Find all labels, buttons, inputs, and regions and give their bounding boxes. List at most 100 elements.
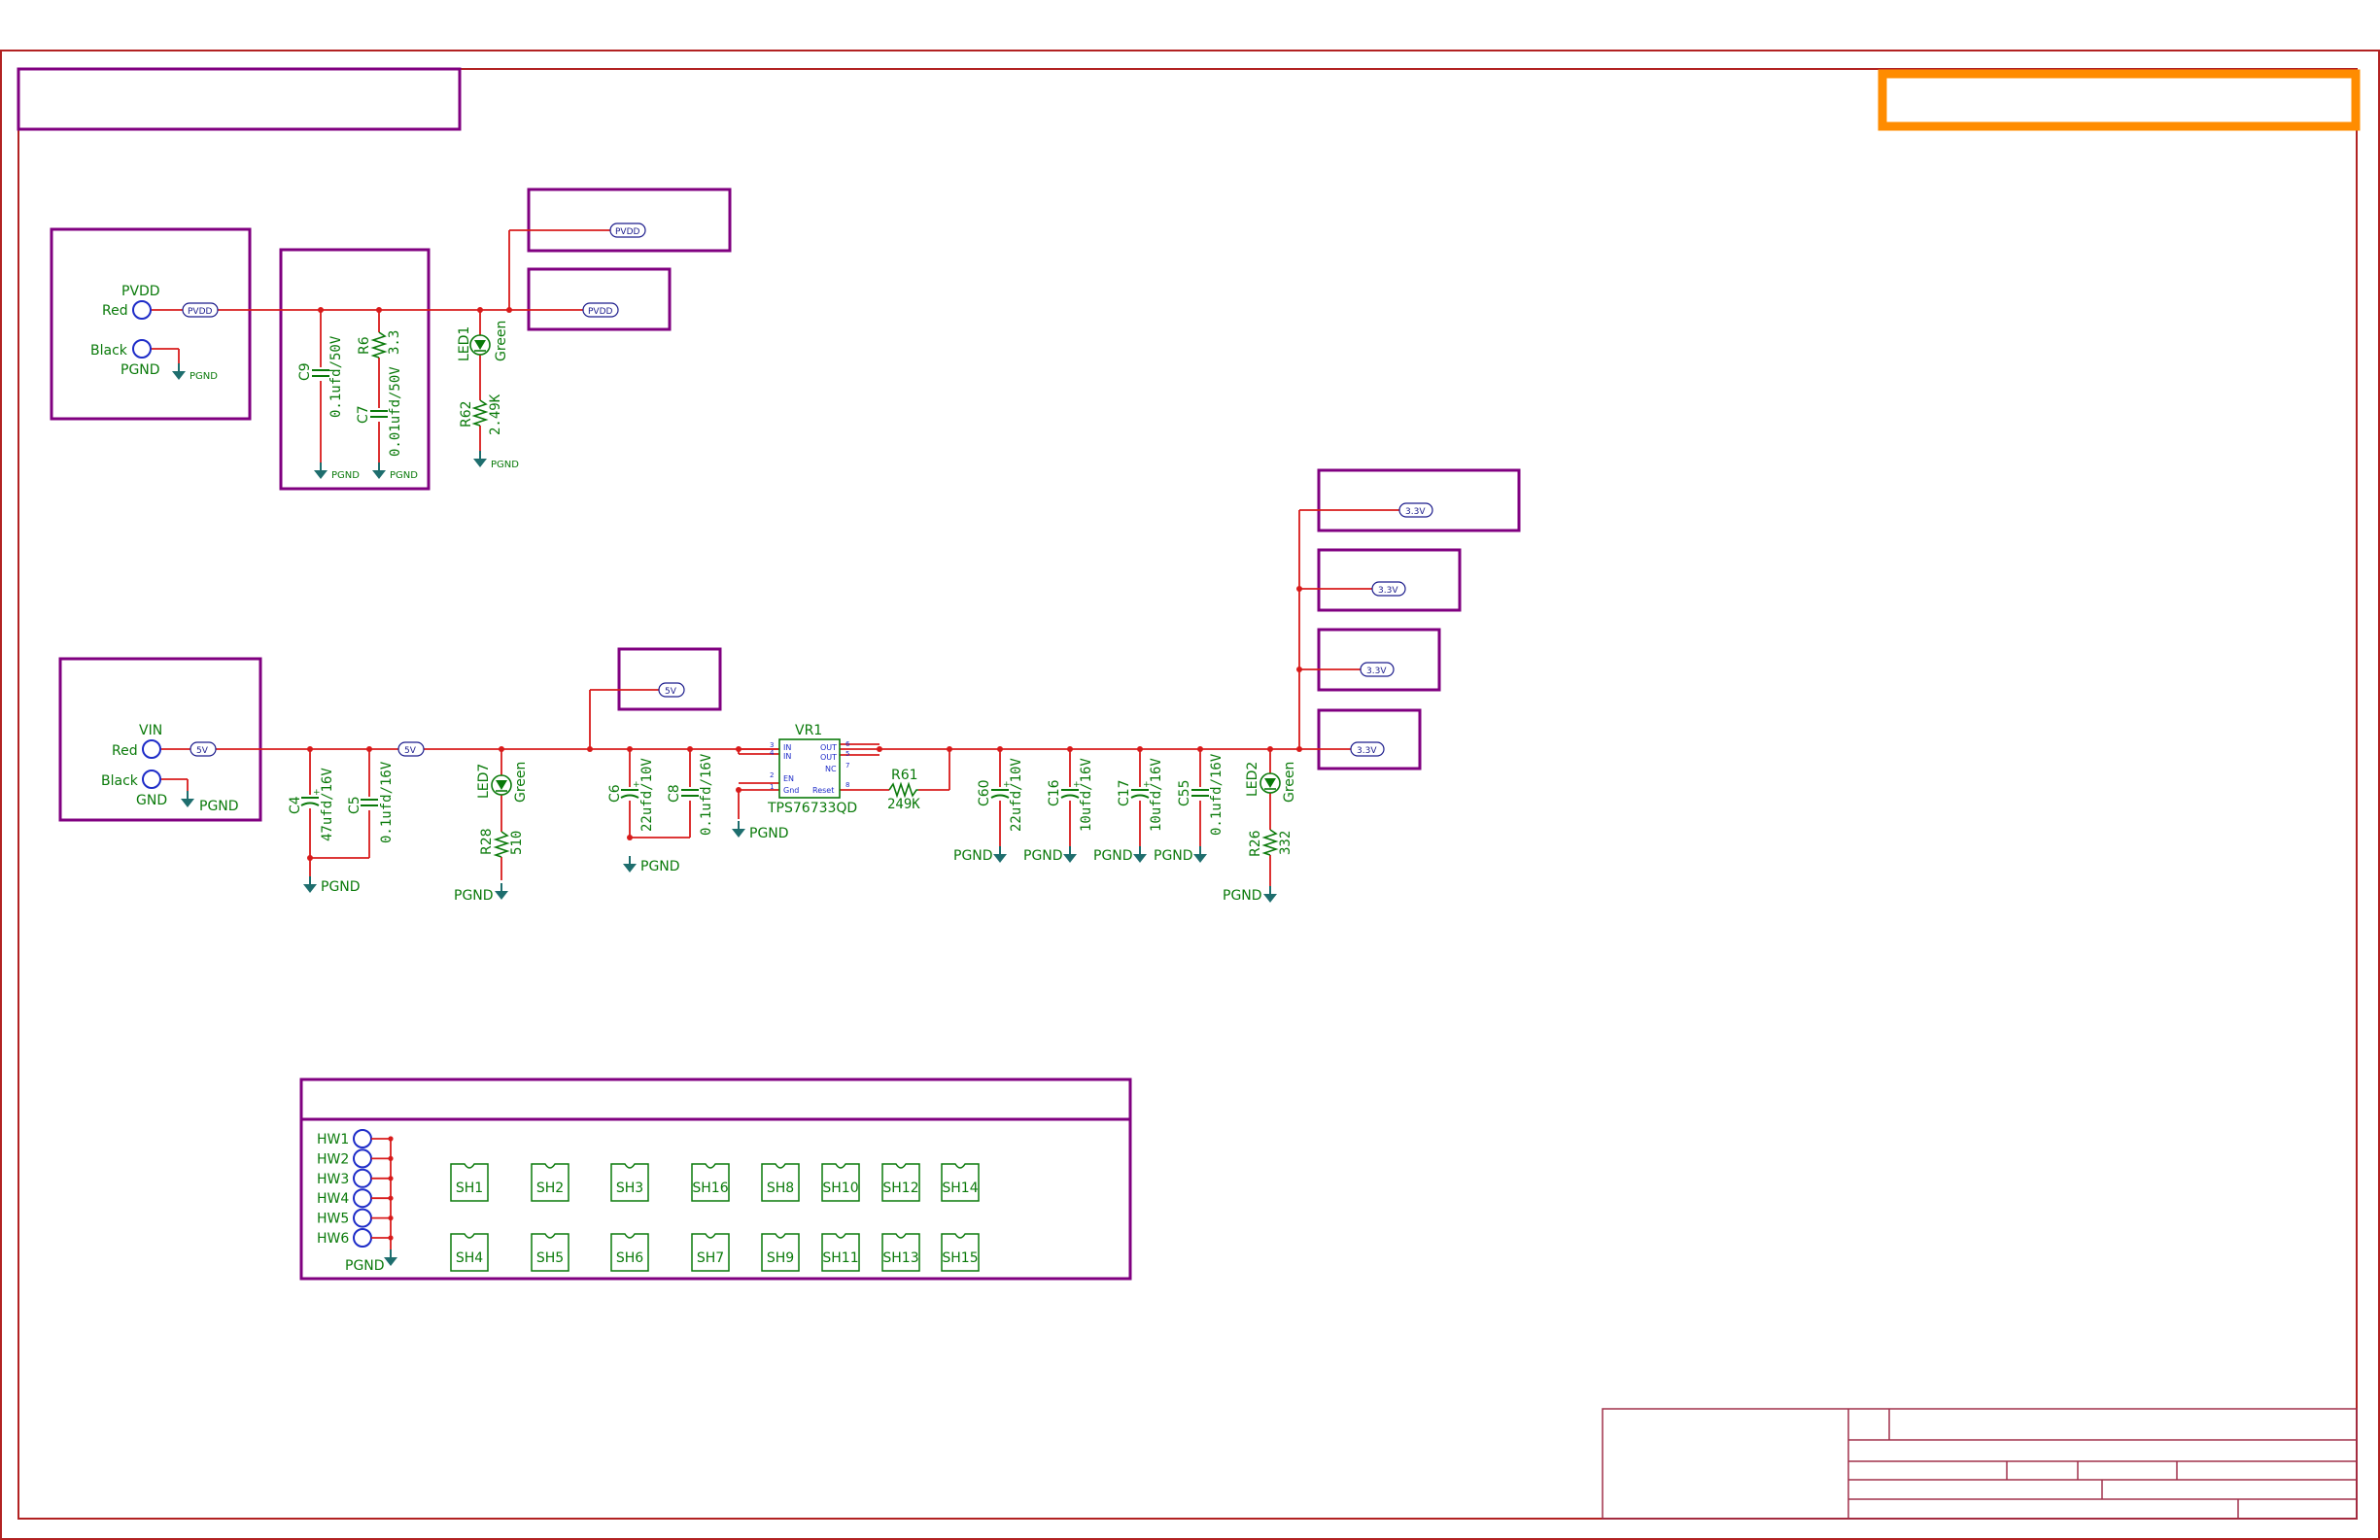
shield-sh2: SH2	[531, 1163, 569, 1202]
c17-value: 10ufd/16V	[1149, 758, 1164, 832]
hardware-label: HW2	[317, 1151, 349, 1167]
shield-sh14: SH14	[941, 1163, 980, 1202]
net-5v-flag-a: 5V	[190, 741, 217, 757]
c60-ref: C60	[977, 779, 992, 806]
vin-gnd-label: PGND	[199, 799, 239, 814]
c7-ref: C7	[356, 405, 371, 424]
shield-label: SH2	[536, 1181, 564, 1196]
shield-label: SH1	[456, 1181, 483, 1196]
vr1-pin-en: EN	[783, 774, 794, 783]
led7-diode	[491, 774, 512, 796]
vr1-pin-num-8: 8	[845, 781, 849, 789]
vr1-pin-out1: OUT	[820, 743, 837, 752]
c9-value: 0.1ufd/50V	[328, 335, 344, 418]
hardware-label: HW3	[317, 1172, 349, 1187]
net-5v-flag-b: 5V	[397, 741, 425, 757]
led2-value: Green	[1282, 762, 1297, 803]
c9-gnd: PGND	[331, 470, 360, 481]
flag-3v3-4: 3.3V	[1350, 741, 1385, 757]
vr1-pin-in2: IN	[783, 752, 791, 761]
shield-sh1: SH1	[450, 1163, 489, 1202]
vr1-gnd: PGND	[749, 826, 789, 841]
vr1-regulator	[778, 738, 841, 799]
c8-value: 0.1ufd/16V	[699, 753, 714, 836]
shield-label: SH10	[822, 1181, 858, 1196]
led7-ref: LED7	[476, 764, 492, 799]
hardware-box	[299, 1078, 1132, 1281]
pvdd-flag-box-top	[527, 188, 732, 253]
vr1-pin-num-7: 7	[845, 762, 849, 770]
vin-connector	[142, 739, 161, 789]
led1-value: Green	[494, 321, 509, 361]
led7-value: Green	[513, 762, 529, 803]
c7-value: 0.01ufd/50V	[388, 366, 403, 457]
c16-value: 10ufd/16V	[1079, 758, 1094, 832]
pvdd-flag-bottom: PVDD	[582, 302, 619, 318]
led2-ref: LED2	[1245, 762, 1260, 797]
shield-sh8: SH8	[761, 1163, 800, 1202]
svg-text:PVDD: PVDD	[188, 307, 213, 317]
r61-resistor	[888, 781, 918, 799]
shield-label: SH13	[882, 1250, 918, 1266]
5v-flag-box	[617, 647, 722, 711]
shield-label: SH9	[767, 1250, 794, 1266]
shield-sh13: SH13	[881, 1233, 920, 1272]
shield-label: SH16	[692, 1181, 728, 1196]
shield-label: SH5	[536, 1250, 564, 1266]
shield-label: SH6	[616, 1250, 643, 1266]
c6-value: 22ufd/10V	[639, 758, 655, 832]
hardware-hw1: HW1	[317, 1129, 394, 1148]
c16-ref: C16	[1047, 779, 1062, 806]
pvdd-flag-top: PVDD	[609, 222, 646, 238]
r61-value: 249K	[887, 797, 920, 812]
svg-text:+: +	[1003, 780, 1011, 790]
r62-resistor	[471, 399, 489, 427]
vr1-part: TPS76733QD	[767, 801, 857, 816]
c4-ref: C4	[288, 796, 303, 814]
c17-ref: C17	[1117, 779, 1132, 806]
vin-pin-black-label: Black	[101, 773, 139, 789]
flag-3v3-2: 3.3V	[1371, 581, 1406, 597]
flag-3v3-1: 3.3V	[1398, 502, 1433, 518]
r61-ref: R61	[891, 768, 918, 783]
r62-ref: R62	[459, 400, 474, 428]
c17-capacitor: +	[1130, 780, 1151, 801]
svg-text:+: +	[1143, 780, 1151, 790]
pvdd-section: PVDD Red Black PGND PGND PVDD C9 0.1ufd/…	[50, 188, 732, 491]
svg-text:3.3V: 3.3V	[1366, 667, 1387, 676]
pvdd-connector-name: PVDD	[121, 284, 160, 299]
shield-label: SH14	[942, 1181, 978, 1196]
c16-gnd: PGND	[1023, 848, 1063, 864]
pvdd-connector-box	[50, 227, 252, 421]
led2-diode	[1259, 772, 1281, 794]
shield-sh11: SH11	[821, 1233, 860, 1272]
svg-text:5V: 5V	[665, 687, 677, 697]
pvdd-net-flag: PVDD	[182, 302, 219, 318]
hardware-label: HW4	[317, 1191, 349, 1207]
vr1-ref: VR1	[795, 723, 822, 738]
vr1-pin-nc: NC	[825, 765, 837, 773]
c55-ref: C55	[1177, 779, 1192, 806]
c8-ref: C8	[667, 784, 682, 803]
svg-text:+: +	[313, 788, 321, 798]
shield-sh9: SH9	[761, 1233, 800, 1272]
vr1-pin-num-4: 4	[770, 749, 775, 757]
vr1-pin-num-6: 6	[845, 740, 850, 748]
c5-capacitor	[360, 797, 379, 810]
flag-3v3-3: 3.3V	[1360, 662, 1395, 677]
pvdd-connector	[132, 300, 152, 359]
vin-connector-box	[58, 657, 262, 822]
shield-sh3: SH3	[610, 1163, 649, 1202]
hardware-hw5: HW5	[317, 1208, 394, 1228]
shield-label: SH7	[697, 1250, 724, 1266]
svg-text:+: +	[633, 780, 640, 790]
c7-capacitor	[369, 408, 389, 422]
shield-sh5: SH5	[531, 1233, 569, 1272]
3v3-flag-box-3	[1317, 628, 1441, 692]
top-right-highlight-box	[1878, 69, 2361, 131]
vin-section: VIN Red Black GND PGND 5V 5V 5V + C4 47u…	[58, 468, 1521, 904]
sheet-frame	[0, 50, 2380, 1540]
shield-sh16: SH16	[691, 1163, 730, 1202]
shield-label: SH11	[822, 1250, 858, 1266]
